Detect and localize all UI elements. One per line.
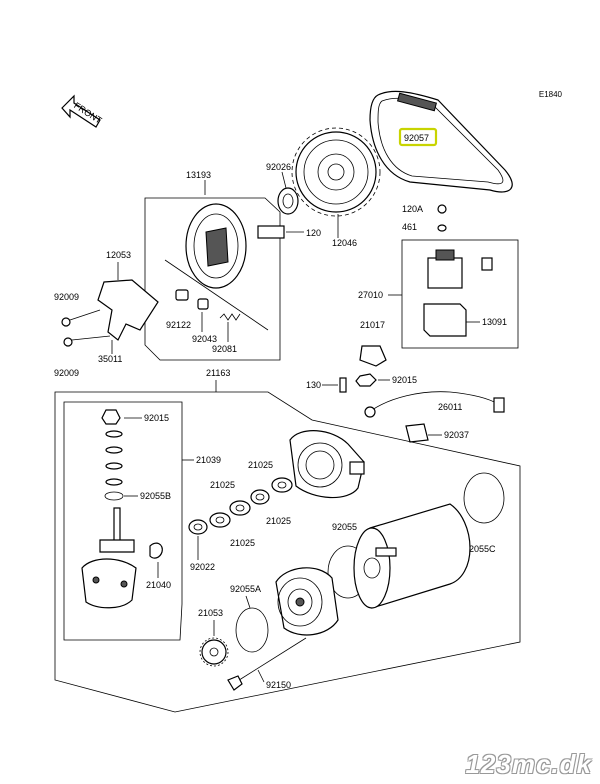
oring-92055C[interactable] <box>463 472 505 524</box>
cap-92037[interactable] <box>405 423 429 443</box>
starter-clutch[interactable] <box>185 203 285 289</box>
clutch-group-frame <box>144 197 281 361</box>
nut-92015[interactable] <box>355 373 377 387</box>
part-label-461[interactable]: 461 <box>402 222 417 232</box>
part-label-92037[interactable]: 92037 <box>444 430 469 440</box>
bolt-92009-top[interactable] <box>61 317 71 327</box>
bolt-92009-bottom[interactable] <box>63 337 73 347</box>
drive-chain[interactable] <box>369 90 513 193</box>
part-label-120[interactable]: 120 <box>306 228 321 238</box>
pin-92043[interactable] <box>197 298 209 310</box>
spring-92081[interactable] <box>219 313 241 321</box>
part-label-21025-d[interactable]: 21025 <box>230 538 255 548</box>
part-label-21039[interactable]: 21039 <box>196 455 221 465</box>
part-label-21025-c[interactable]: 21025 <box>266 516 291 526</box>
part-label-92022[interactable]: 92022 <box>190 562 215 572</box>
bolt-120A[interactable] <box>437 204 447 214</box>
starter-relay[interactable] <box>427 249 493 289</box>
part-label-92043[interactable]: 92043 <box>192 334 217 344</box>
washer-92022[interactable] <box>188 519 208 535</box>
terminal-bolt[interactable] <box>113 507 121 543</box>
oring-92055A[interactable] <box>235 607 269 653</box>
bracket-12053[interactable] <box>97 279 159 341</box>
part-label-92009-top[interactable]: 92009 <box>54 292 79 302</box>
relay-group-frame <box>401 239 519 349</box>
diagram-code: E1840 <box>538 90 562 99</box>
washer-21025-4[interactable] <box>209 512 231 528</box>
part-label-21017[interactable]: 21017 <box>360 320 385 330</box>
part-label-13091[interactable]: 13091 <box>482 317 507 327</box>
part-label-92057[interactable]: 92057 <box>404 133 429 143</box>
brush-21040[interactable] <box>149 542 163 559</box>
nut-461[interactable] <box>437 224 447 232</box>
part-label-92081[interactable]: 92081 <box>212 344 237 354</box>
starter-motor-yoke[interactable] <box>353 503 471 609</box>
highlight-box-92057 <box>398 127 438 147</box>
starter-sprocket[interactable] <box>291 127 381 217</box>
part-label-92009-bottom[interactable]: 92009 <box>54 368 79 378</box>
washer-21025-3[interactable] <box>229 500 251 516</box>
boot-21017[interactable] <box>359 345 387 367</box>
relay-cover-13091[interactable] <box>423 303 467 337</box>
washer-92026[interactable] <box>277 187 299 215</box>
part-label-26011[interactable]: 26011 <box>438 402 462 412</box>
roller-92122[interactable] <box>175 289 189 301</box>
bolt-130[interactable] <box>339 377 347 393</box>
part-label-21040[interactable]: 21040 <box>146 580 171 590</box>
part-label-12046[interactable]: 12046 <box>332 238 357 248</box>
part-label-130[interactable]: 130 <box>306 380 321 390</box>
part-label-13193[interactable]: 13193 <box>186 170 211 180</box>
part-label-92055C[interactable]: 92055C <box>464 544 496 554</box>
part-label-92055B[interactable]: 92055B <box>140 491 171 501</box>
part-label-92026[interactable]: 92026 <box>266 162 291 172</box>
watermark-logo: 123mc.dk <box>465 749 592 779</box>
part-label-27010[interactable]: 27010 <box>358 290 383 300</box>
part-label-21025-b[interactable]: 21025 <box>210 480 235 490</box>
washer-21025-1[interactable] <box>271 477 293 493</box>
nut-92015-b[interactable] <box>101 409 121 425</box>
starter-lead-26011[interactable] <box>371 391 499 411</box>
starter-rear-housing[interactable] <box>275 567 339 636</box>
part-label-92122[interactable]: 92122 <box>166 320 191 330</box>
part-label-92055A[interactable]: 92055A <box>230 584 261 594</box>
starter-motor-frame <box>54 391 521 713</box>
part-label-92150[interactable]: 92150 <box>266 680 291 690</box>
part-label-12053[interactable]: 12053 <box>106 250 131 260</box>
part-label-35011[interactable]: 35011 <box>98 354 122 364</box>
brush-plate[interactable] <box>81 558 137 609</box>
part-label-21053[interactable]: 21053 <box>198 608 223 618</box>
through-bolt-92150[interactable] <box>235 637 307 683</box>
gear-21053[interactable] <box>199 637 229 667</box>
part-label-92015-b[interactable]: 92015 <box>144 413 169 423</box>
front-arrow-icon: FRONT <box>61 94 104 128</box>
part-label-92015-a[interactable]: 92015 <box>392 375 417 385</box>
part-label-21163[interactable]: 21163 <box>206 368 230 378</box>
washer-21025-2[interactable] <box>250 489 270 505</box>
part-label-120A[interactable]: 120A <box>402 204 423 214</box>
brush-holder-frame <box>63 401 183 641</box>
starter-front-housing[interactable] <box>289 430 365 499</box>
part-label-92055[interactable]: 92055 <box>332 522 357 532</box>
part-label-21025-a[interactable]: 21025 <box>248 460 273 470</box>
